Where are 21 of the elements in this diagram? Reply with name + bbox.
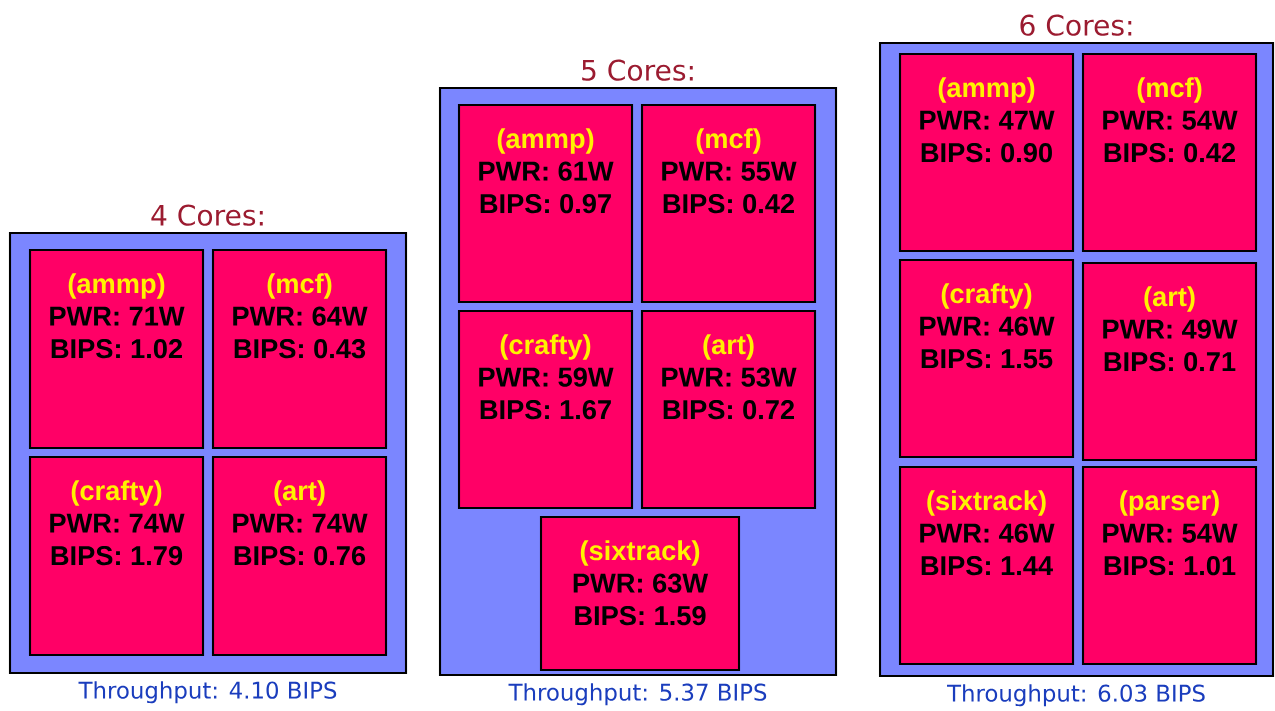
core-box: (ammp) PWR: 61W BIPS: 0.97 — [457, 103, 634, 304]
core-box: (mcf) PWR: 54W BIPS: 0.42 — [1081, 52, 1258, 253]
core-box: (crafty) PWR: 46W BIPS: 1.55 — [898, 258, 1075, 459]
core-box: (art) PWR: 53W BIPS: 0.72 — [640, 309, 817, 510]
core-box: (mcf) PWR: 64W BIPS: 0.43 — [211, 248, 388, 450]
core-box: (ammp) PWR: 47W BIPS: 0.90 — [898, 52, 1075, 253]
throughput-label: Throughput: 5.37 BIPS — [508, 683, 767, 706]
throughput-label: Throughput: 4.10 BIPS — [78, 681, 337, 704]
core-box: (sixtrack) PWR: 46W BIPS: 1.44 — [898, 465, 1075, 666]
heading: 4 Cores: — [151, 204, 263, 226]
core-box: (mcf) PWR: 55W BIPS: 0.42 — [640, 103, 817, 304]
core-box: (art) PWR: 74W BIPS: 0.76 — [211, 455, 388, 657]
core-box: (sixtrack) PWR: 63W BIPS: 1.59 — [539, 515, 741, 672]
core-box: (ammp) PWR: 71W BIPS: 1.02 — [28, 248, 205, 450]
throughput-label: Throughput: 6.03 BIPS — [947, 684, 1205, 707]
heading: 6 Cores: — [1020, 14, 1132, 36]
core-box: (crafty) PWR: 59W BIPS: 1.67 — [457, 309, 634, 510]
core-box: (art) PWR: 49W BIPS: 0.71 — [1081, 261, 1258, 462]
core-box: (parser) PWR: 54W BIPS: 1.01 — [1081, 465, 1258, 666]
core-box: (crafty) PWR: 74W BIPS: 1.79 — [28, 455, 205, 657]
heading: 5 Cores: — [582, 59, 693, 81]
